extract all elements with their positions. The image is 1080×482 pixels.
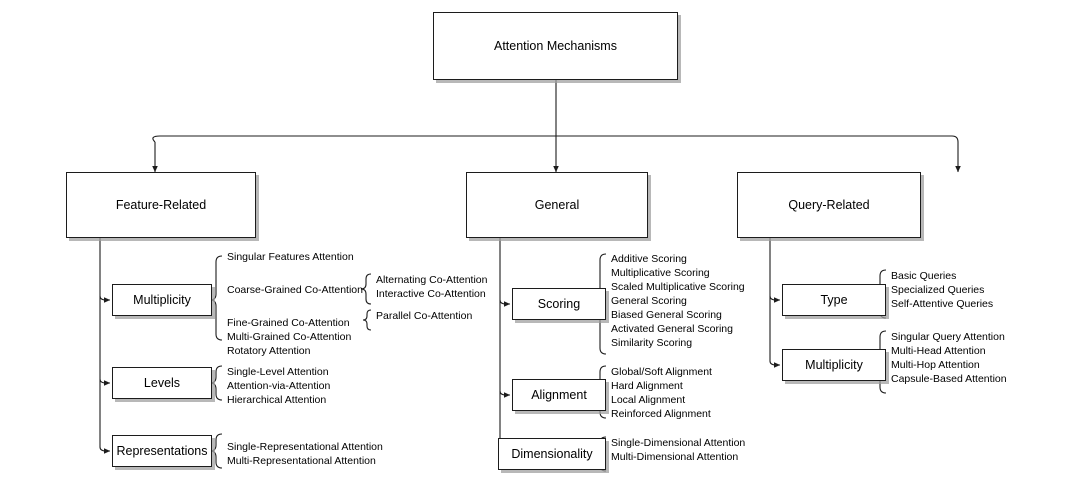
leaf-item: Hard Alignment xyxy=(611,380,683,392)
leaf-item: Multi-Representational Attention xyxy=(227,455,376,467)
leaves-type: Basic Queries Specialized Queries Self-A… xyxy=(891,269,993,311)
leaf-item: Local Alignment xyxy=(611,394,686,406)
node-scoring[interactable]: Scoring xyxy=(512,288,606,320)
leaf-item: Singular Features Attention xyxy=(227,251,354,263)
node-multiplicity-query[interactable]: Multiplicity xyxy=(782,349,886,381)
leaf-item: Interactive Co-Attention xyxy=(376,288,486,300)
leaf-item: Activated General Scoring xyxy=(611,323,733,335)
subleaves-coarse-grained: Alternating Co-Attention Interactive Co-… xyxy=(376,273,487,301)
leaves-multiplicity-query: Singular Query Attention Multi-Head Atte… xyxy=(891,330,1007,386)
leaves-alignment: Global/Soft Alignment Hard Alignment Loc… xyxy=(611,365,712,421)
leaf-item: Basic Queries xyxy=(891,270,957,282)
node-attention-mechanisms[interactable]: Attention Mechanisms xyxy=(433,12,678,80)
leaf-item: Multi-Head Attention xyxy=(891,345,986,357)
node-levels[interactable]: Levels xyxy=(112,367,212,399)
node-label: Levels xyxy=(143,375,181,390)
node-general[interactable]: General xyxy=(466,172,648,238)
leaf-item: General Scoring xyxy=(611,295,687,307)
node-dimensionality[interactable]: Dimensionality xyxy=(498,438,606,470)
node-label: Feature-Related xyxy=(115,197,207,212)
leaf-item: Fine-Grained Co-Attention xyxy=(227,317,350,329)
leaf-item: Self-Attentive Queries xyxy=(891,298,994,310)
leaf-item: Multiplicative Scoring xyxy=(611,267,710,279)
leaf-item: Parallel Co-Attention xyxy=(376,310,473,322)
leaf-item: Biased General Scoring xyxy=(611,309,722,321)
node-feature-related[interactable]: Feature-Related xyxy=(66,172,256,238)
leaf-item: Single-Representational Attention xyxy=(227,441,383,453)
node-label: General xyxy=(534,197,580,212)
node-label: Alignment xyxy=(531,387,587,402)
leaf-item: Multi-Dimensional Attention xyxy=(611,451,739,463)
leaf-item: Rotatory Attention xyxy=(227,345,311,357)
leaf-item: Hierarchical Attention xyxy=(227,394,327,406)
leaf-item: Global/Soft Alignment xyxy=(611,366,712,378)
leaf-item: Coarse-Grained Co-Attention xyxy=(227,284,363,296)
leaf-item: Capsule-Based Attention xyxy=(891,373,1007,385)
node-type[interactable]: Type xyxy=(782,284,886,316)
leaves-dimensionality: Single-Dimensional Attention Multi-Dimen… xyxy=(611,436,745,464)
node-label: Dimensionality xyxy=(511,446,593,461)
leaf-item: Multi-Grained Co-Attention xyxy=(227,331,352,343)
node-label: Type xyxy=(820,292,848,307)
leaf-item: Scaled Multiplicative Scoring xyxy=(611,281,745,293)
leaf-item: Similarity Scoring xyxy=(611,337,693,349)
leaves-multiplicity-feature: Singular Features Attention Coarse-Grain… xyxy=(227,250,363,358)
node-label: Scoring xyxy=(537,296,581,311)
node-alignment[interactable]: Alignment xyxy=(512,379,606,411)
leaf-item: Alternating Co-Attention xyxy=(376,274,488,286)
node-query-related[interactable]: Query-Related xyxy=(737,172,921,238)
node-multiplicity-feature[interactable]: Multiplicity xyxy=(112,284,212,316)
leaf-item: Reinforced Alignment xyxy=(611,408,711,420)
node-label: Attention Mechanisms xyxy=(494,38,617,53)
leaf-item: Multi-Hop Attention xyxy=(891,359,980,371)
leaf-item: Attention-via-Attention xyxy=(227,380,331,392)
leaves-scoring: Additive Scoring Multiplicative Scoring … xyxy=(611,252,745,350)
node-label: Representations xyxy=(116,443,208,458)
leaves-levels: Single-Level Attention Attention-via-Att… xyxy=(227,365,330,407)
node-representations[interactable]: Representations xyxy=(112,435,212,467)
leaf-item: Specialized Queries xyxy=(891,284,985,296)
subleaves-fine-grained: Parallel Co-Attention xyxy=(376,309,472,323)
leaf-item: Single-Level Attention xyxy=(227,366,329,378)
node-label: Multiplicity xyxy=(805,357,863,372)
leaf-item: Singular Query Attention xyxy=(891,331,1005,343)
leaves-representations: Single-Representational Attention Multi-… xyxy=(227,440,383,468)
node-label: Query-Related xyxy=(788,197,870,212)
node-label: Multiplicity xyxy=(133,292,191,307)
leaf-item: Single-Dimensional Attention xyxy=(611,437,746,449)
leaf-item: Additive Scoring xyxy=(611,253,687,265)
